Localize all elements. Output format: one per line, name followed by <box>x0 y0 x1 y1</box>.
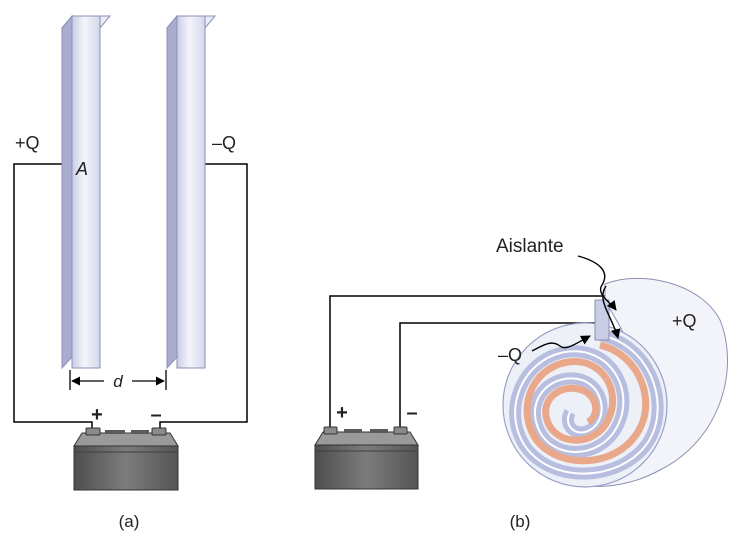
right-plate <box>165 14 217 370</box>
panel-b: Aislante +Q –Q + – (b) <box>314 236 728 531</box>
area-label: A <box>75 159 88 179</box>
minus-charge-label-b: –Q <box>498 345 522 365</box>
panel-a: d +Q –Q A + – (a) <box>13 14 248 531</box>
distance-indicator <box>69 370 167 390</box>
minus-charge-label-a: –Q <box>212 133 236 153</box>
battery-a-minus: – <box>150 404 161 426</box>
distance-label: d <box>113 372 123 391</box>
insulator-label: Aislante <box>496 236 564 257</box>
battery-a-plus: + <box>91 404 103 426</box>
caption-b: (b) <box>510 512 531 531</box>
rolled-capacitor <box>502 277 728 488</box>
panel-b-wires <box>329 295 605 432</box>
minus-charge-arrow <box>531 335 591 352</box>
battery-b-plus: + <box>336 402 348 424</box>
left-plate <box>60 14 112 370</box>
battery-b-minus: – <box>406 402 417 424</box>
battery-b <box>314 426 419 490</box>
battery-a <box>73 427 179 491</box>
caption-a: (a) <box>119 512 140 531</box>
panel-a-wires <box>13 163 248 433</box>
plus-charge-label-b: +Q <box>672 311 697 331</box>
insulator-arrow <box>577 255 617 311</box>
insulator-arrow-2 <box>602 285 621 339</box>
plus-charge-label-a: +Q <box>15 133 40 153</box>
